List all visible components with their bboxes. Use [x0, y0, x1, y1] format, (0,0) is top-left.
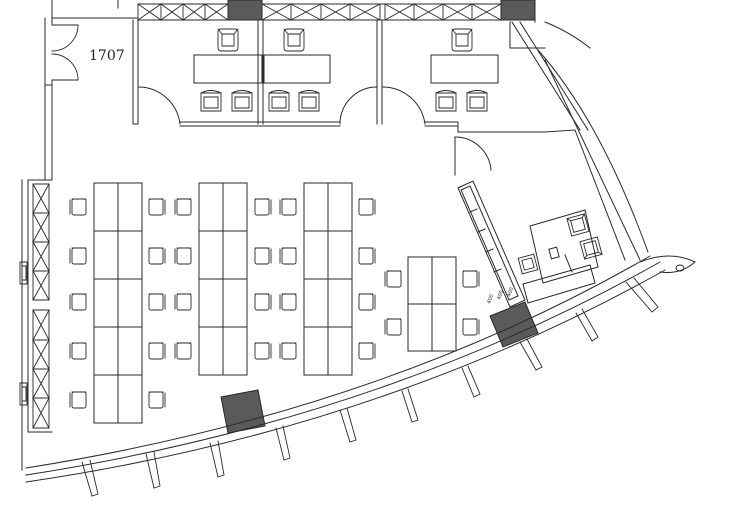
- cabinet-dimension-mark: 400: [506, 287, 515, 298]
- task-chair: [359, 248, 375, 264]
- task-chair: [280, 343, 296, 359]
- task-chair: [359, 343, 375, 359]
- manager-desk: [523, 210, 598, 303]
- task-chair: [385, 271, 401, 287]
- storage-cabinet: [458, 181, 525, 307]
- left-wall: [22, 18, 52, 470]
- task-chair: [175, 294, 191, 310]
- facade-fins: [82, 278, 658, 496]
- left-windows: [20, 184, 49, 428]
- task-chair: [255, 248, 271, 264]
- workstation-cluster-4: [408, 257, 456, 351]
- task-chair: [255, 294, 271, 310]
- task-chair: [175, 248, 191, 264]
- right-facade: [26, 22, 695, 482]
- task-chair: [175, 343, 191, 359]
- task-chair: [255, 343, 271, 359]
- structural-columns: [221, 0, 538, 433]
- task-chair: [359, 199, 375, 215]
- manager-chairs: [518, 214, 602, 274]
- top-windows: [138, 4, 501, 20]
- task-chair: [149, 294, 165, 310]
- task-chair: [149, 392, 165, 408]
- task-chair: [70, 294, 86, 310]
- workstation-cluster-2: [199, 183, 247, 375]
- office-guest-chairs: [201, 91, 487, 112]
- task-chair: [149, 199, 165, 215]
- task-chair: [280, 248, 296, 264]
- task-chair: [149, 248, 165, 264]
- task-chair: [463, 319, 479, 335]
- task-chair: [175, 199, 191, 215]
- cabinet-dimension-mark: 400: [496, 290, 505, 301]
- chairs: [70, 199, 479, 408]
- task-chair: [280, 294, 296, 310]
- workstation-cluster-3: [304, 183, 352, 375]
- task-chair: [70, 343, 86, 359]
- room-number-label: 1707: [89, 48, 125, 64]
- private-offices: [133, 20, 545, 175]
- task-chair: [359, 294, 375, 310]
- task-chair: [149, 343, 165, 359]
- task-chair: [70, 199, 86, 215]
- task-chair: [255, 199, 271, 215]
- cabinet-dimension-mark: 400: [486, 294, 495, 305]
- task-chair: [463, 271, 479, 287]
- task-chair: [280, 199, 296, 215]
- task-chair: [70, 392, 86, 408]
- task-chair: [385, 319, 401, 335]
- office-desk-chairs: [218, 29, 472, 51]
- task-chair: [70, 248, 86, 264]
- workstation-cluster-1: [94, 183, 142, 423]
- entry-door: [52, 25, 78, 80]
